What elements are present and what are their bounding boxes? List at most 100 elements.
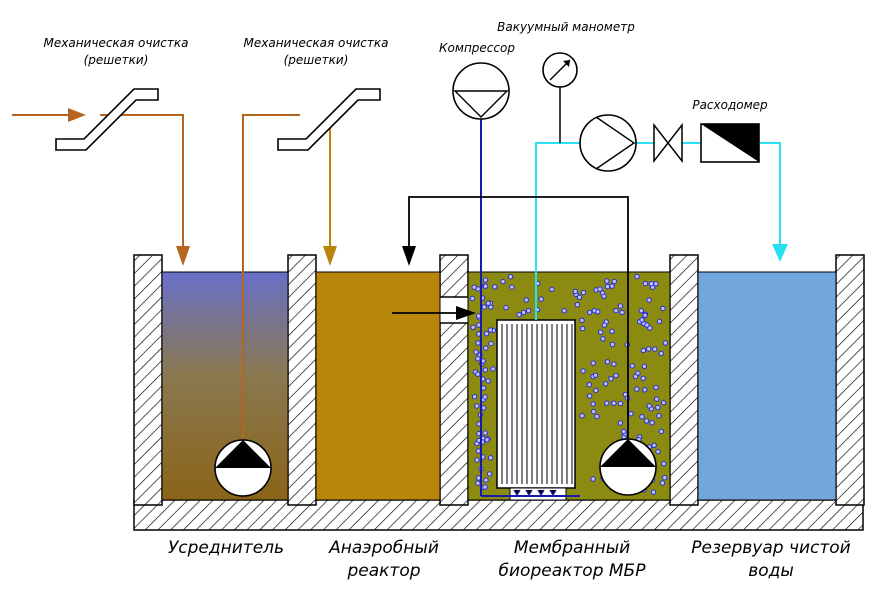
- screen-2-label-line1: Механическая очистка: [244, 36, 389, 50]
- bubble: [641, 363, 648, 369]
- compressor-icon: [452, 62, 510, 120]
- bubble: [629, 363, 635, 369]
- bubble: [482, 430, 488, 436]
- membrane-module: [496, 319, 576, 501]
- mbr-label-line2: биореактор МБР: [499, 561, 647, 581]
- bubble: [604, 283, 611, 290]
- bubble: [654, 396, 660, 402]
- bubble: [481, 405, 487, 411]
- bubble: [646, 297, 652, 303]
- bubble: [621, 428, 627, 435]
- bubble: [469, 295, 476, 302]
- bubble: [475, 480, 481, 486]
- bubble: [509, 284, 515, 290]
- bubble: [656, 318, 663, 325]
- anaerobic-label-line1: Анаэробный: [328, 538, 439, 558]
- bubble: [475, 448, 481, 454]
- bubble: [483, 345, 489, 351]
- bubble: [604, 359, 611, 365]
- bubble: [482, 367, 489, 373]
- vacuum-gauge-label: Вакуумный манометр: [497, 20, 635, 34]
- bubble: [475, 371, 481, 377]
- screen-1-grate: [55, 88, 159, 151]
- raw-water-line: [12, 114, 184, 248]
- bubble: [590, 401, 596, 407]
- bubble: [507, 274, 514, 280]
- bubble: [653, 384, 659, 391]
- bubble: [639, 317, 645, 323]
- mbr-recirculation-pump-icon: [599, 438, 657, 496]
- bubble: [609, 328, 615, 334]
- bubble: [600, 336, 606, 342]
- bubble: [525, 308, 532, 314]
- bubble: [601, 293, 607, 299]
- bubble: [473, 349, 479, 355]
- bubble: [470, 324, 476, 330]
- bubble: [603, 381, 609, 387]
- bubble: [604, 278, 610, 284]
- bubble: [649, 420, 655, 426]
- bubble: [642, 312, 648, 318]
- bubble: [662, 340, 669, 346]
- bubble: [593, 387, 599, 394]
- bubble: [579, 413, 585, 419]
- bubble: [613, 372, 619, 379]
- bubble: [595, 309, 601, 315]
- bubble: [579, 317, 585, 324]
- bubble: [611, 400, 617, 406]
- raw-water-inlet-arrow: [68, 108, 86, 122]
- bubble: [586, 309, 593, 316]
- bubble: [474, 457, 480, 463]
- bubble: [490, 366, 496, 372]
- bubble: [481, 304, 487, 310]
- bubble: [592, 372, 599, 378]
- bubble: [483, 477, 489, 483]
- bubble: [591, 408, 597, 415]
- bubble: [639, 414, 645, 420]
- bubble: [597, 286, 603, 292]
- bubble: [613, 308, 619, 314]
- bubble: [608, 376, 614, 382]
- bubble: [634, 273, 640, 280]
- bubble: [604, 400, 610, 406]
- screen-2-grate: [277, 88, 381, 151]
- bubble: [475, 356, 481, 362]
- flowmeter-icon: [700, 123, 760, 163]
- bubble: [617, 303, 624, 309]
- bubble: [640, 347, 647, 354]
- bubble: [661, 461, 667, 467]
- compressor-label: Компрессор: [439, 41, 515, 55]
- bubble: [538, 296, 544, 302]
- equalizer-pump-line: [242, 114, 300, 445]
- bubble: [549, 286, 555, 292]
- anaerobic-label-line2: реактор: [346, 561, 420, 581]
- bubble: [659, 480, 666, 486]
- clean-water-label-line1: Резервуар чистой: [691, 538, 850, 558]
- bubble: [634, 386, 640, 392]
- screen-2-label-line2: (решетки): [284, 53, 349, 67]
- bubble: [475, 286, 481, 292]
- screen-1-label-line1: Механическая очистка: [44, 36, 189, 50]
- bubble: [587, 393, 593, 399]
- bubble: [611, 278, 617, 285]
- anaerobic-reactor-tank: [315, 271, 441, 501]
- bubble: [655, 404, 661, 411]
- bubble: [646, 403, 652, 409]
- bubble: [651, 442, 657, 448]
- bubble: [648, 281, 655, 287]
- bubble: [655, 449, 661, 455]
- bubble: [619, 309, 625, 316]
- bubble: [580, 325, 586, 332]
- concrete-structure: [133, 254, 865, 531]
- bubble: [485, 378, 491, 384]
- bubble: [656, 413, 662, 419]
- bubble: [638, 308, 644, 314]
- flowmeter-label: Расходомер: [692, 98, 768, 112]
- bubble: [484, 437, 490, 443]
- bubble: [611, 361, 617, 367]
- vacuum-pump-icon: [579, 114, 637, 172]
- bubble: [520, 309, 527, 316]
- bubble: [660, 400, 667, 406]
